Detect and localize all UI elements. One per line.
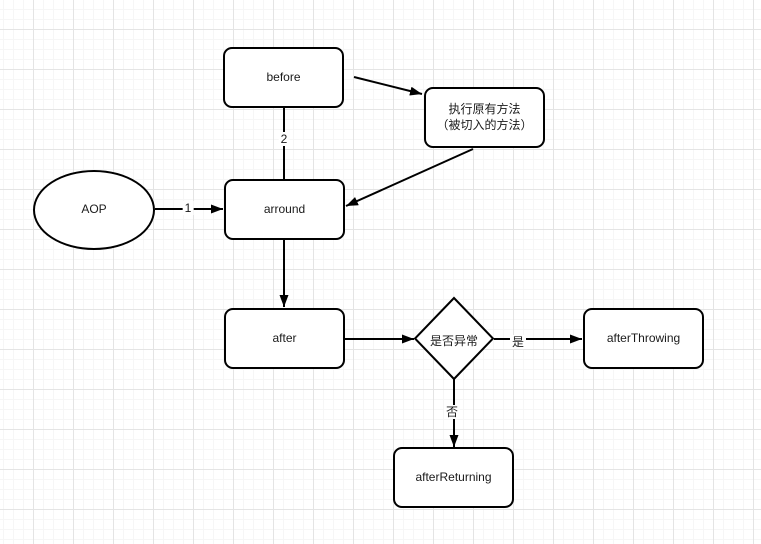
node-after-label: after xyxy=(272,330,297,345)
node-before-label: before xyxy=(266,69,301,84)
node-before[interactable]: before xyxy=(223,47,344,108)
node-orig-method[interactable]: 执行原有方法 （被切入的方法） xyxy=(424,87,545,148)
node-aop[interactable]: AOP xyxy=(33,170,155,250)
node-after-returning[interactable]: afterReturning xyxy=(393,447,514,508)
decision-diamond-shape[interactable] xyxy=(413,296,495,381)
node-after[interactable]: after xyxy=(224,308,345,369)
node-arround-label: arround xyxy=(263,201,306,216)
edge-label-yes[interactable]: 是 xyxy=(509,335,527,349)
edge-label-1[interactable]: 1 xyxy=(182,201,194,215)
node-after-throwing[interactable]: afterThrowing xyxy=(583,308,704,369)
edge-label-2[interactable]: 2 xyxy=(278,132,290,146)
edge-label-no[interactable]: 否 xyxy=(443,405,461,419)
node-decision-label[interactable]: 是否异常 xyxy=(429,334,478,348)
edge-before-to-orig-method[interactable] xyxy=(353,76,423,96)
edge-orig-method-to-arround[interactable] xyxy=(345,148,474,207)
node-orig-method-label-line1: 执行原有方法 xyxy=(448,101,521,116)
node-orig-method-label-line2: （被切入的方法） xyxy=(436,117,533,132)
node-aop-label: AOP xyxy=(81,202,107,217)
node-arround[interactable]: arround xyxy=(224,179,345,240)
node-after-returning-label: afterReturning xyxy=(415,469,492,484)
node-after-throwing-label: afterThrowing xyxy=(606,330,681,345)
